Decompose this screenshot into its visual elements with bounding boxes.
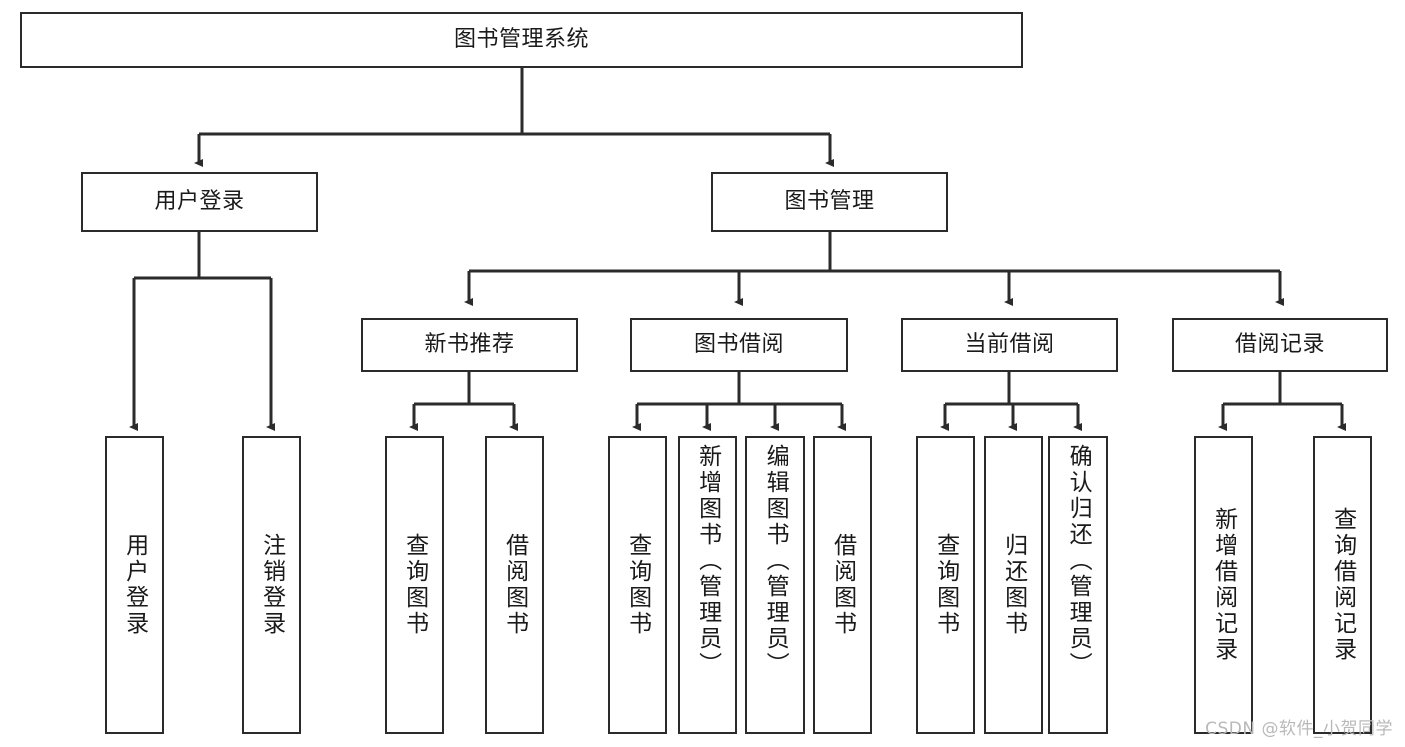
node-leaf-query-record[interactable]: 查询借阅记录 — [1313, 436, 1372, 734]
node-leaf-edit-book-label: 编辑图书（管理员） — [762, 444, 789, 678]
node-leaf-query-book-1[interactable]: 查询图书 — [385, 436, 444, 734]
node-leaf-query-book-3[interactable]: 查询图书 — [916, 436, 975, 734]
node-leaf-return-book[interactable]: 归还图书 — [984, 436, 1043, 734]
node-leaf-query-book-2-label: 查询图书 — [624, 533, 651, 637]
node-user-login[interactable]: 用户登录 — [81, 172, 318, 232]
node-book-manage[interactable]: 图书管理 — [711, 172, 948, 232]
node-leaf-return-book-label: 归还图书 — [1000, 533, 1027, 637]
node-leaf-confirm-return-label: 确认归还（管理员） — [1065, 444, 1092, 678]
node-leaf-user-logout-label: 注销登录 — [258, 533, 285, 637]
node-leaf-confirm-return[interactable]: 确认归还（管理员） — [1048, 436, 1108, 734]
node-leaf-query-book-1-label: 查询图书 — [401, 533, 428, 637]
node-leaf-add-book[interactable]: 新增图书（管理员） — [678, 436, 737, 734]
node-root[interactable]: 图书管理系统 — [20, 12, 1023, 68]
node-borrow-record[interactable]: 借阅记录 — [1172, 318, 1388, 372]
node-leaf-query-book-3-label: 查询图书 — [932, 533, 959, 637]
node-leaf-query-record-label: 查询借阅记录 — [1329, 507, 1356, 663]
node-leaf-borrow-book-2-label: 借阅图书 — [829, 533, 856, 637]
node-leaf-user-login[interactable]: 用户登录 — [105, 436, 164, 734]
node-leaf-add-record-label: 新增借阅记录 — [1210, 507, 1237, 663]
node-book-borrow-label: 图书借阅 — [693, 332, 784, 358]
node-leaf-borrow-book-2[interactable]: 借阅图书 — [813, 436, 872, 734]
node-book-borrow[interactable]: 图书借阅 — [630, 318, 848, 372]
node-leaf-add-book-label: 新增图书（管理员） — [694, 444, 721, 678]
node-leaf-borrow-book-1-label: 借阅图书 — [501, 533, 528, 637]
node-book-manage-label: 图书管理 — [784, 189, 875, 215]
node-user-login-label: 用户登录 — [154, 189, 245, 215]
node-borrow-record-label: 借阅记录 — [1234, 332, 1325, 358]
node-new-book-recommend[interactable]: 新书推荐 — [361, 318, 578, 372]
node-current-borrow[interactable]: 当前借阅 — [901, 318, 1118, 372]
node-current-borrow-label: 当前借阅 — [964, 332, 1055, 358]
node-leaf-user-logout[interactable]: 注销登录 — [242, 436, 301, 734]
node-new-book-recommend-label: 新书推荐 — [424, 332, 515, 358]
node-leaf-edit-book[interactable]: 编辑图书（管理员） — [745, 436, 805, 734]
node-leaf-borrow-book-1[interactable]: 借阅图书 — [485, 436, 544, 734]
node-leaf-query-book-2[interactable]: 查询图书 — [608, 436, 667, 734]
node-leaf-add-record[interactable]: 新增借阅记录 — [1194, 436, 1253, 734]
node-root-label: 图书管理系统 — [453, 27, 589, 53]
node-leaf-user-login-label: 用户登录 — [121, 533, 148, 637]
watermark-text: CSDN @软件_小贺同学 — [1205, 719, 1393, 739]
